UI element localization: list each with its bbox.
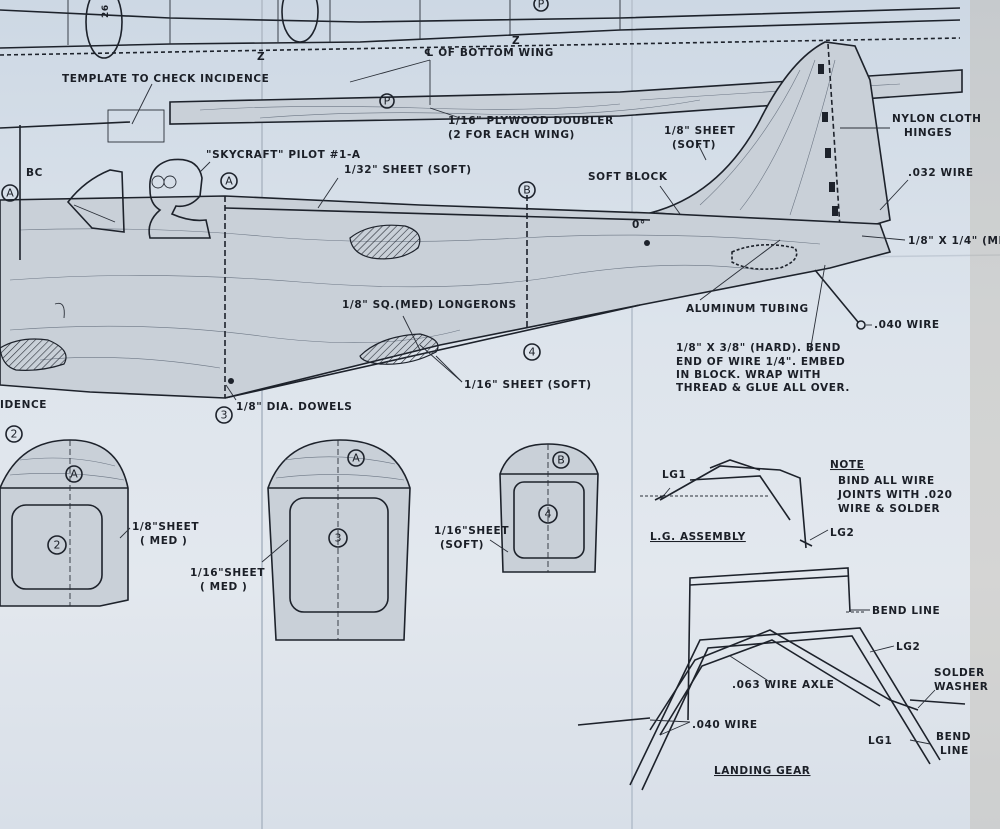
former-3	[267, 439, 411, 641]
label-bc: BC	[26, 167, 43, 179]
label-landing-gear: LANDING GEAR	[714, 765, 811, 777]
leader-lines	[119, 59, 936, 745]
label-bend-2: BEND	[936, 731, 971, 743]
label-f2-sheet-2: ( MED )	[140, 535, 187, 547]
label-plywood-2: (2 FOR EACH WING)	[448, 129, 575, 141]
label-lg1-bottom: LG1	[868, 735, 892, 747]
label-template: TEMPLATE TO CHECK INCIDENCE	[62, 73, 269, 85]
label-f3-sheet-1: 1/16"SHEET	[190, 567, 265, 579]
rib-number-26: 26	[101, 4, 111, 18]
label-sheet-132: 1/32" SHEET (SOFT)	[344, 164, 472, 176]
label-plywood-1: 1/16" PLYWOOD DOUBLER	[448, 115, 614, 127]
marker-2-2: 2	[54, 539, 61, 552]
marker-a-1: A	[6, 187, 14, 200]
label-sheet-116-soft: 1/16" SHEET (SOFT)	[464, 379, 592, 391]
label-incidence-partial: IDENCE	[0, 399, 47, 411]
label-bend-3: LINE	[940, 745, 969, 757]
pilot-figure	[148, 158, 211, 239]
label-wire-040-bottom: .040 WIRE	[692, 719, 758, 731]
marker-a-4: A	[352, 452, 360, 465]
label-sheet-18-1: 1/8" SHEET	[664, 125, 736, 137]
label-wire-040-top: .040 WIRE	[874, 319, 940, 331]
label-partial-right: 1/8" X 1/4" (ME	[908, 235, 1000, 247]
label-hard-3: IN BLOCK. WRAP WITH	[676, 369, 821, 381]
label-f4-sheet-1: 1/16"SHEET	[434, 525, 509, 537]
former-4	[499, 443, 599, 573]
label-f3-sheet-2: ( MED )	[200, 581, 247, 593]
z-mark-2: Z	[512, 35, 520, 47]
landing-gear-drawing	[577, 567, 966, 791]
marker-a-3: A	[70, 468, 78, 481]
marker-b-1: B	[523, 184, 531, 197]
marker-4-2: 4	[545, 508, 552, 521]
marker-3-2: 3	[335, 532, 342, 545]
label-solder-1: SOLDER	[934, 667, 985, 679]
label-nylon-1: NYLON CLOTH	[892, 113, 982, 125]
label-axle: .063 WIRE AXLE	[732, 679, 834, 691]
z-mark-1: Z	[257, 51, 265, 63]
label-note-title: NOTE	[830, 459, 864, 471]
tail-fin	[649, 41, 891, 233]
lg-assembly-drawing	[640, 459, 813, 549]
marker-2-1: 2	[11, 428, 18, 441]
label-solder-2: WASHER	[934, 681, 988, 693]
fuselage-side	[0, 121, 892, 399]
label-note-2: JOINTS WITH .020	[837, 489, 953, 501]
top-wing-section: 26 Z Z	[0, 0, 961, 63]
label-sheet-18-2: (SOFT)	[672, 139, 716, 151]
label-hard-1: 1/8" X 3/8" (HARD). BEND	[676, 342, 841, 354]
marker-p-1: P	[384, 95, 391, 108]
label-f2-sheet-1: 1/8"SHEET	[132, 521, 199, 533]
marker-a-2: A	[225, 175, 233, 188]
label-lg2-top: LG2	[830, 527, 854, 539]
label-soft-block: SOFT BLOCK	[588, 171, 668, 183]
label-wire-032: .032 WIRE	[908, 167, 974, 179]
annotations: TEMPLATE TO CHECK INCIDENCE ℄ OF BOTTOM …	[0, 47, 1000, 777]
label-note-3: WIRE & SOLDER	[838, 503, 940, 515]
label-aluminum: ALUMINUM TUBING	[686, 303, 809, 315]
marker-b-2: B	[557, 454, 565, 467]
marker-4-1: 4	[529, 346, 536, 359]
label-cl-bottom-wing: ℄ OF BOTTOM WING	[424, 47, 554, 59]
marker-p-2: P	[538, 0, 545, 11]
section-markers: A A B P P 4 3 2 A 2 A 3 B 4	[1, 0, 570, 555]
label-bend-line-top: BEND LINE	[872, 605, 940, 617]
label-hard-4: THREAD & GLUE ALL OVER.	[676, 382, 850, 394]
label-note-1: BIND ALL WIRE	[838, 475, 935, 487]
former-2	[0, 439, 129, 607]
label-hard-2: END OF WIRE 1/4". EMBED	[676, 356, 845, 368]
label-f4-sheet-2: (SOFT)	[440, 539, 484, 551]
label-lg1-top: LG1	[662, 469, 686, 481]
label-nylon-2: HINGES	[904, 127, 952, 139]
label-longerons: 1/8" SQ.(MED) LONGERONS	[342, 299, 517, 311]
label-lg2-mid: LG2	[896, 641, 920, 653]
label-zero-deg: 0°	[632, 219, 646, 231]
label-pilot: "SKYCRAFT" PILOT #1-A	[206, 149, 361, 161]
label-dowels: 1/8" DIA. DOWELS	[236, 401, 352, 413]
marker-3-1: 3	[221, 409, 228, 422]
label-lg-assembly: L.G. ASSEMBLY	[650, 531, 746, 543]
